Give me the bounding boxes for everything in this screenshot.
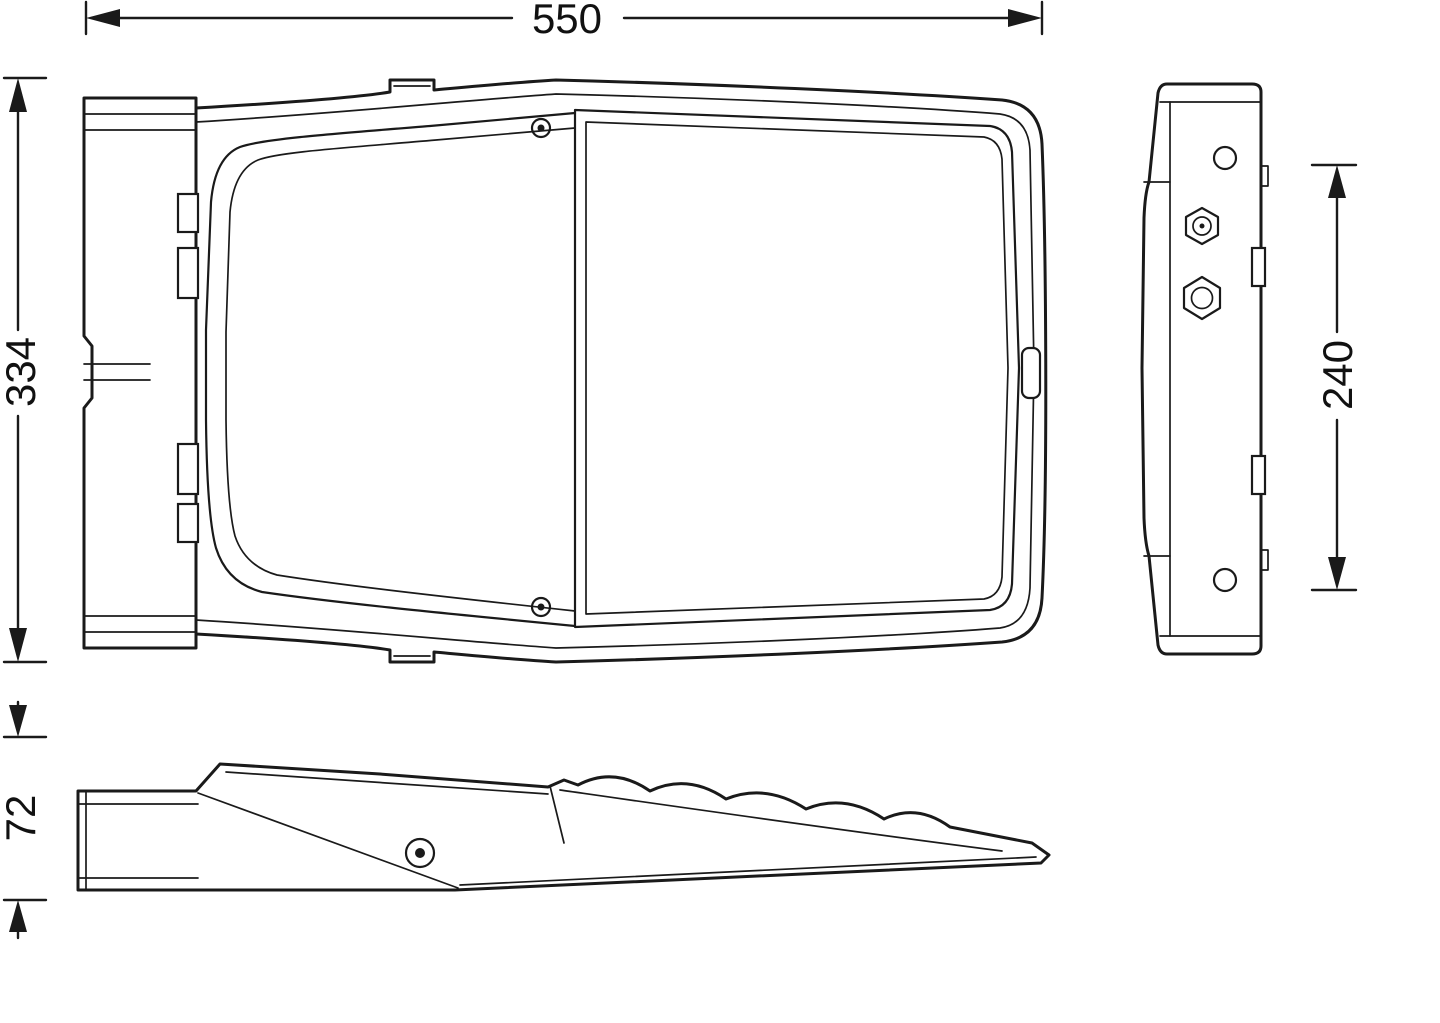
lens-underline (559, 789, 1003, 852)
end-view-outline (1140, 82, 1263, 656)
screw-center-icon (537, 603, 545, 611)
arrowhead-up-icon (9, 900, 27, 932)
dimension-height: 334 (0, 76, 48, 664)
cover-panel-outline (573, 108, 1021, 629)
head-joint-line (549, 785, 565, 844)
profile-outline (76, 762, 1051, 892)
body-seam-line (197, 792, 459, 889)
arrowhead-down-icon (9, 705, 27, 737)
housing-outline (194, 78, 1048, 664)
gasket-outline (204, 111, 577, 628)
side-view (76, 762, 1051, 892)
hinge-bolt-icon (404, 837, 436, 869)
dimension-thickness: 72 (0, 700, 48, 940)
housing-inner-contour (195, 93, 1035, 649)
cover-panel-inner-line (585, 121, 1009, 615)
gasket-inner-line (225, 127, 576, 612)
screw-icon (530, 596, 552, 618)
edge-clip (1250, 454, 1267, 496)
arm-inner-line (225, 771, 549, 795)
dim-thickness-label: 72 (0, 795, 44, 842)
latch-clip (1020, 346, 1042, 400)
edge-tab (1260, 165, 1269, 187)
bracket-clip (176, 192, 200, 234)
screw-icon (530, 117, 552, 139)
arrowhead-up-icon (9, 78, 27, 112)
screw-center-icon (537, 124, 545, 132)
cable-gland-hex-small (1184, 206, 1220, 246)
arrowhead-up-icon (1328, 165, 1346, 198)
edge-clip (1250, 246, 1267, 288)
dimension-width: 550 (84, 0, 1044, 42)
bracket-outline (82, 96, 198, 650)
cable-gland-hex-large (1182, 275, 1222, 321)
dimension-depth: 240 (1310, 163, 1361, 592)
end-view (1140, 82, 1269, 656)
bracket-clip (176, 246, 200, 300)
bracket-clip (176, 442, 200, 496)
arrowhead-right-icon (1008, 9, 1042, 27)
arrowhead-down-icon (1328, 557, 1346, 590)
dim-height-label: 334 (0, 337, 44, 407)
bottom-inner-line (459, 856, 1037, 886)
arrowhead-down-icon (9, 628, 27, 662)
edge-tab (1260, 549, 1269, 571)
cable-gland-bore-large (1190, 286, 1214, 310)
cable-gland-dot-icon (1199, 223, 1205, 229)
hinge-bolt-center-icon (415, 848, 425, 858)
dim-width-label: 550 (532, 0, 602, 42)
cable-gland-bore-small (1192, 216, 1212, 236)
dim-depth-label: 240 (1314, 340, 1361, 410)
arrowhead-left-icon (86, 9, 120, 27)
top-view (82, 78, 1048, 664)
bracket-clip (176, 502, 200, 544)
mount-hole-top (1212, 145, 1238, 171)
mount-hole-bottom (1212, 567, 1238, 593)
